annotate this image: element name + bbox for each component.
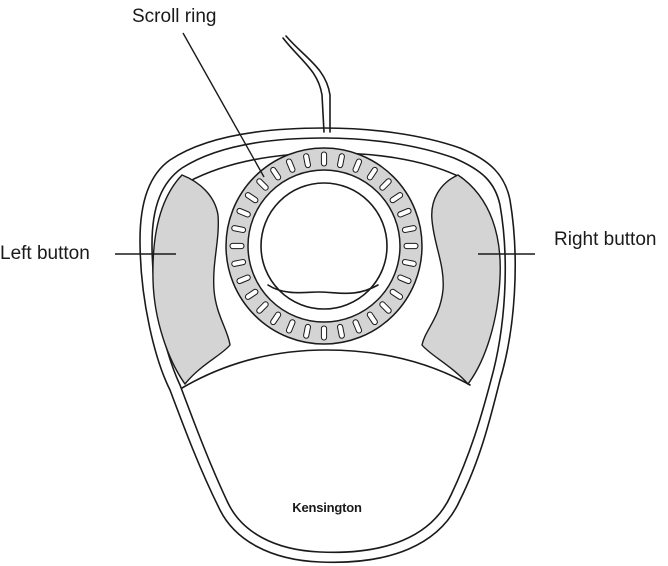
body-divider-curve — [181, 349, 471, 389]
scroll-ring-grip — [285, 158, 296, 173]
scroll-ring-grip — [320, 151, 328, 167]
scroll-ring-grip — [389, 192, 404, 204]
scroll-ring-grip — [303, 153, 311, 169]
scroll-ring-grip — [270, 311, 282, 326]
scroll-ring-grip — [231, 225, 247, 233]
scroll-ring-grip — [403, 242, 419, 250]
left-button — [152, 174, 231, 386]
scroll-ring-grip — [366, 166, 378, 181]
scroll-ring-grip — [256, 301, 269, 314]
scroll-ring-grip — [366, 311, 378, 326]
trackball-highlight — [267, 284, 379, 295]
scroll-ring-grip — [256, 178, 269, 191]
scroll-ring-grip — [401, 259, 417, 267]
mouse-body-outline — [139, 127, 517, 564]
right-button-label: Right button — [554, 229, 656, 250]
scroll-ring-grip — [352, 319, 363, 334]
cable-inner — [285, 35, 331, 133]
scroll-ring-grip — [379, 178, 392, 191]
trackball — [260, 182, 388, 310]
scroll-ring-grip — [337, 323, 345, 339]
scroll-ring-grip — [352, 158, 363, 173]
left-button-label: Left button — [0, 243, 90, 264]
scroll-ring-leader-line — [182, 32, 265, 178]
scroll-ring-grip — [389, 288, 404, 300]
cable — [282, 37, 325, 133]
scroll-ring-grip — [397, 207, 412, 218]
scroll-ring-grip — [401, 225, 417, 233]
kensington-logo: Kensington — [292, 500, 362, 515]
scroll-ring-grip — [397, 274, 412, 285]
scroll-ring-grip — [337, 153, 345, 169]
scroll-ring-grip — [236, 274, 251, 285]
scroll-ring-grip — [244, 192, 259, 204]
scroll-ring-grip — [244, 288, 259, 300]
mouse-body-inner — [151, 137, 507, 554]
scroll-ring-grip — [320, 325, 328, 341]
scroll-ring-grip — [379, 301, 392, 314]
scroll-ring-grip — [231, 259, 247, 267]
scroll-ring-grip — [236, 207, 251, 218]
scroll-ring-grip — [270, 166, 282, 181]
scroll-ring-grip — [303, 323, 311, 339]
scroll-ring-label: Scroll ring — [132, 6, 216, 27]
scroll-ring-grip — [285, 319, 296, 334]
scroll-ring-grips — [229, 151, 419, 341]
scroll-ring-grip — [229, 242, 245, 250]
right-button — [421, 174, 501, 386]
